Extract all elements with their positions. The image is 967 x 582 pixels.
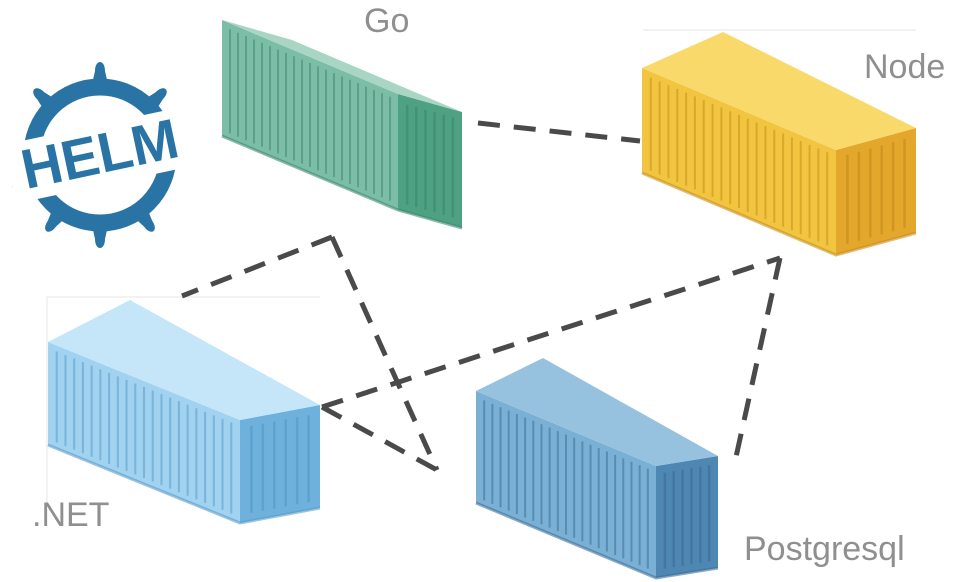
container-net-top	[48, 300, 320, 420]
helm-text-backdrop	[3, 106, 197, 204]
container-net-side-ribs	[250, 415, 310, 513]
container-go	[221, 20, 463, 230]
label-node: Node	[864, 48, 946, 86]
label-net: .NET	[32, 496, 110, 534]
container-net	[47, 300, 321, 525]
connection-go-node	[477, 120, 641, 144]
container-net-base	[47, 443, 321, 525]
container-go-side-ribs	[405, 104, 455, 218]
connection-net-postgres	[320, 404, 439, 473]
container-node-top	[642, 32, 916, 150]
helm-wheel-icon: HELM	[3, 62, 197, 248]
container-node-side-ribs	[846, 139, 906, 244]
container-go-front-ribs	[229, 29, 391, 201]
container-node	[641, 32, 917, 257]
container-node-side	[836, 128, 916, 255]
connection-go-net	[181, 234, 333, 299]
label-postgresql: Postgresql	[744, 530, 905, 568]
container-postgres-front-ribs	[483, 400, 649, 569]
container-postgres	[475, 358, 719, 580]
label-go: Go	[364, 2, 410, 40]
connection-go-postgres	[329, 235, 440, 472]
container-postgres-side-ribs	[663, 465, 711, 569]
connection-net-node	[321, 255, 781, 410]
container-node-front-ribs	[649, 77, 829, 246]
container-node-base	[641, 171, 917, 257]
container-postgres-base	[475, 501, 719, 580]
container-postgres-side	[656, 456, 718, 578]
container-net-front-ribs	[55, 351, 233, 514]
container-go-side	[398, 94, 462, 228]
connection-lines	[181, 120, 783, 473]
connection-node-postgres	[731, 257, 783, 467]
container-net-side	[240, 405, 320, 523]
container-postgres-top	[476, 358, 718, 466]
containers	[47, 20, 917, 580]
container-go-base	[221, 134, 463, 230]
container-go-top	[222, 20, 462, 112]
